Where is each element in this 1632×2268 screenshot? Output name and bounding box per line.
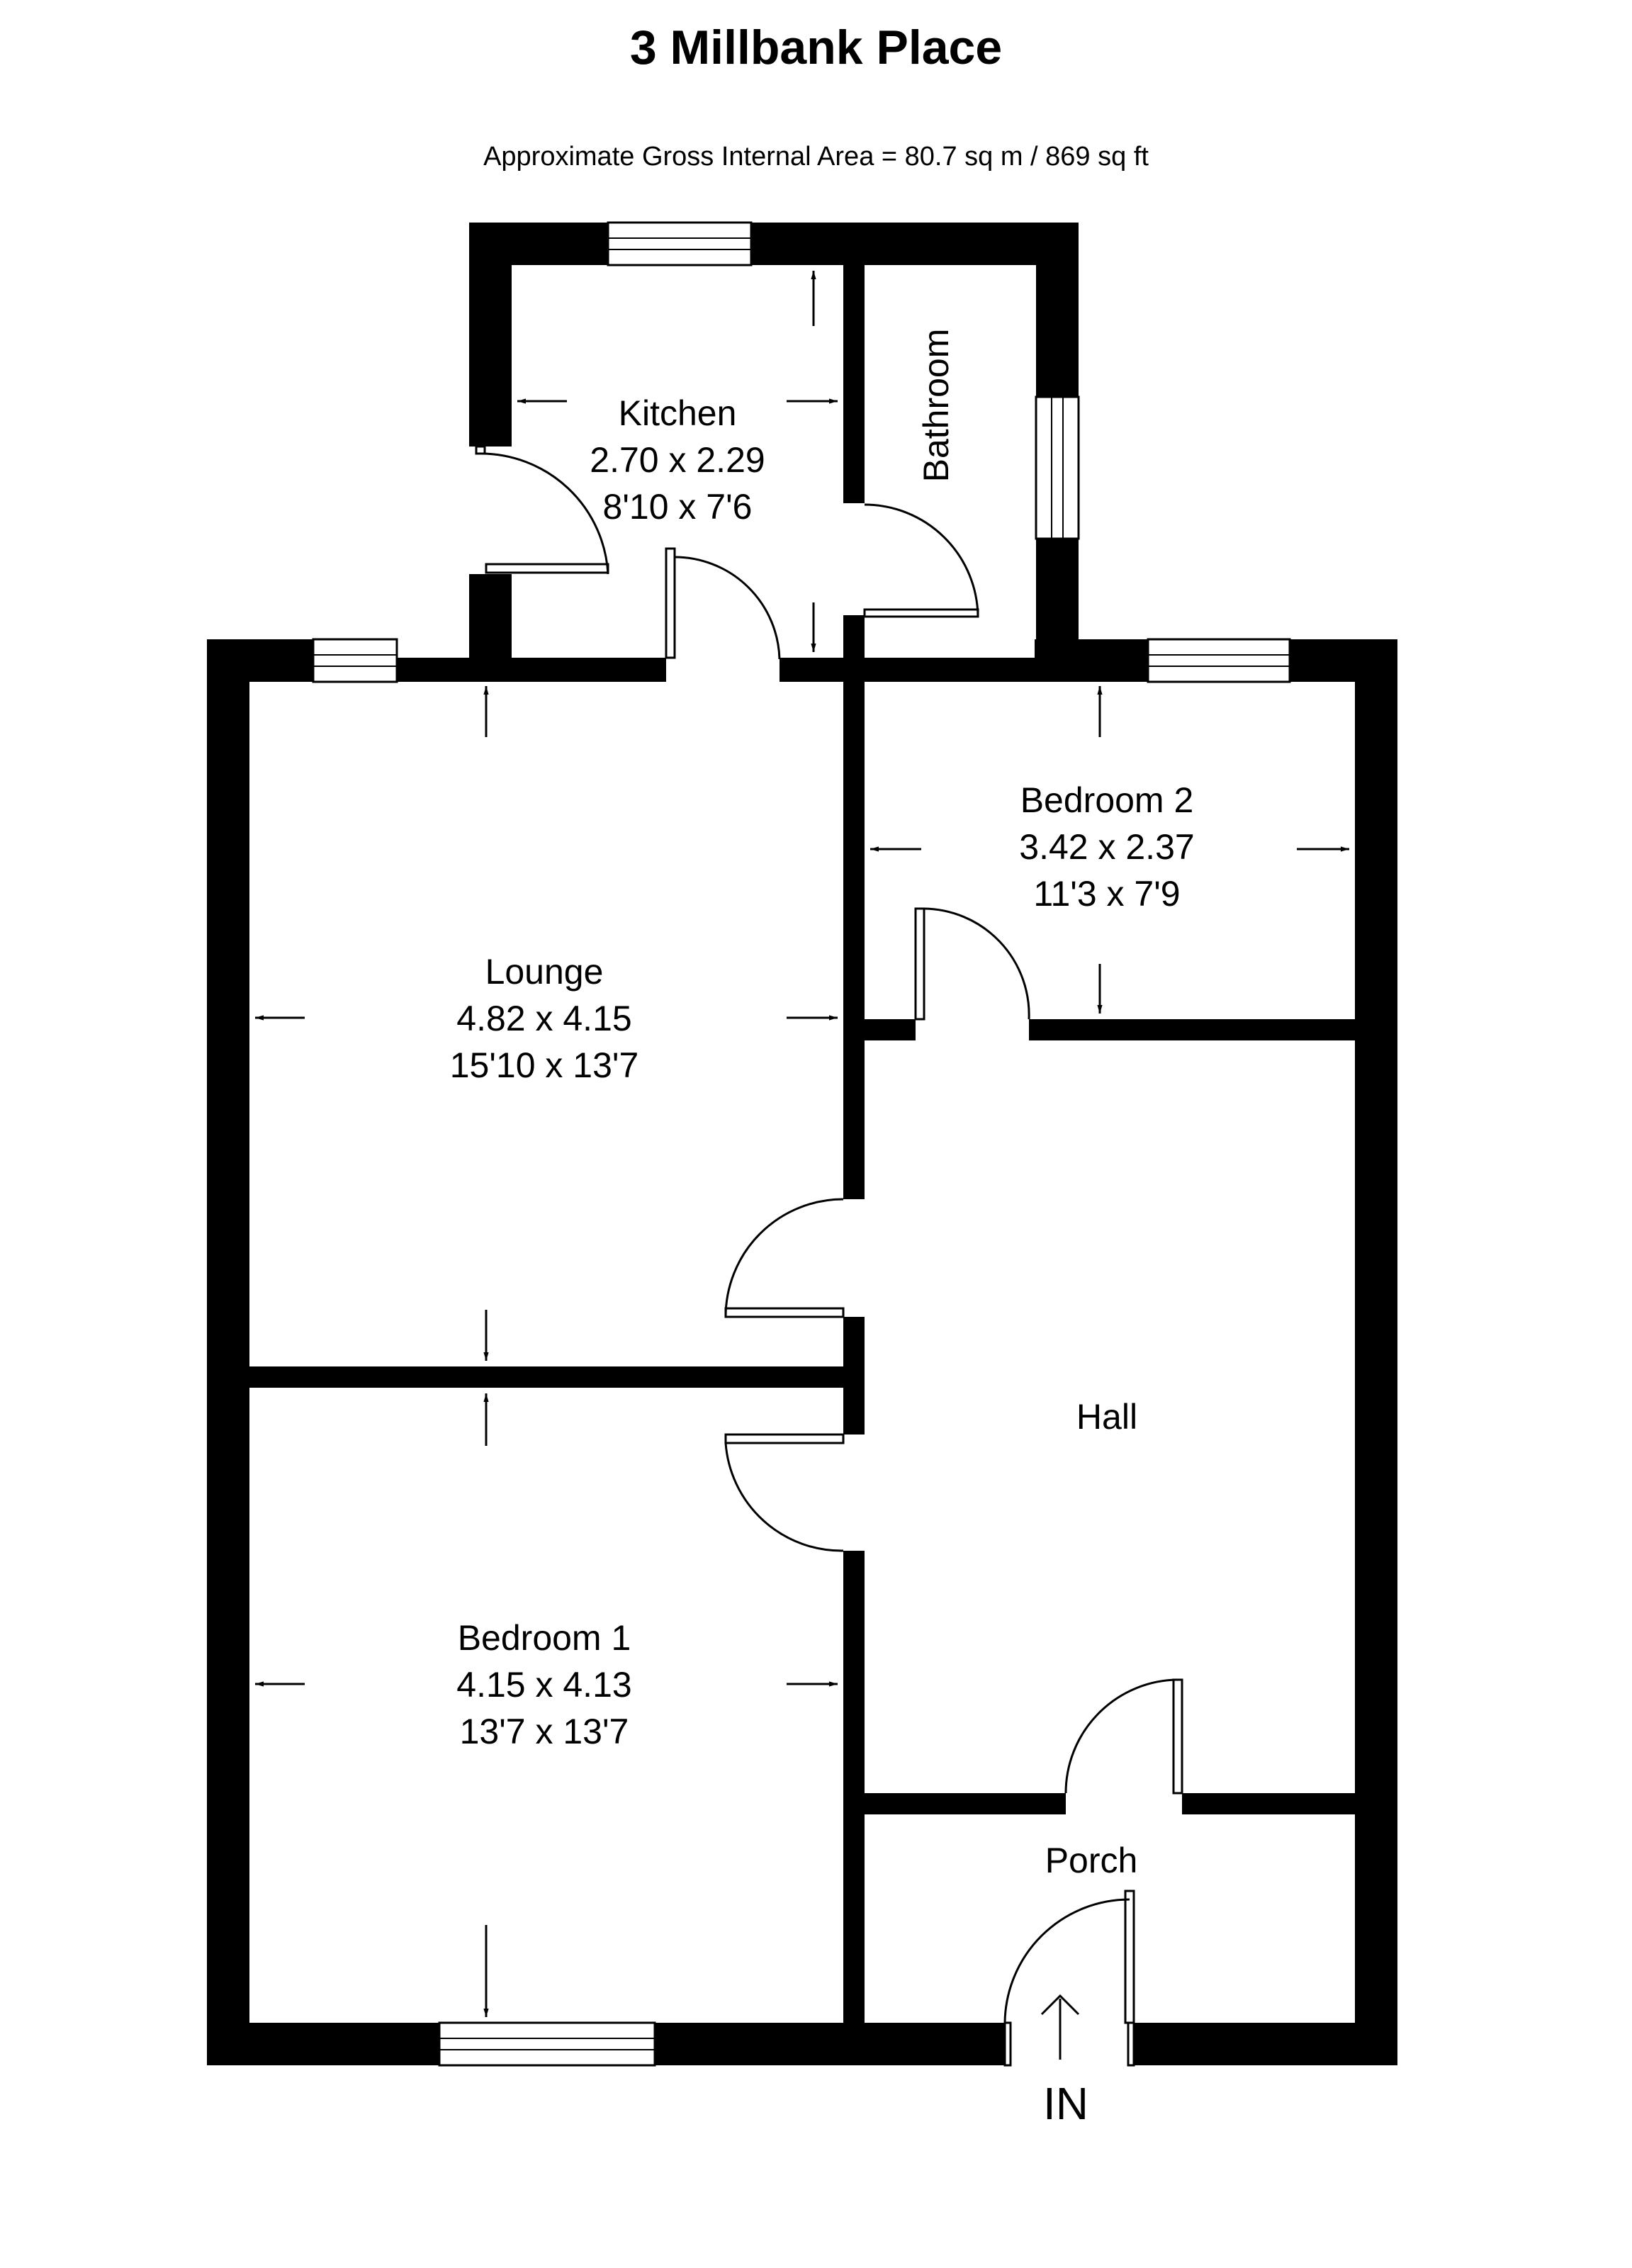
room-porch: Porch: [1045, 1841, 1138, 1880]
wall-hall-porch-left: [865, 1793, 1066, 1814]
dimension-arrows: [255, 271, 1349, 2017]
porch-name: Porch: [1045, 1841, 1138, 1880]
kitchen-metric: 2.70 x 2.29: [590, 440, 765, 480]
wall-annex-right-lower: [1036, 539, 1079, 682]
window-bedroom2: [1147, 638, 1291, 683]
bedroom2-name: Bedroom 2: [1020, 780, 1194, 820]
window-bathroom: [1035, 395, 1080, 540]
room-hall: Hall: [1076, 1397, 1137, 1437]
wall-kitchen-bath-upper: [843, 265, 865, 503]
door-bedroom1: [724, 1433, 845, 1552]
wall-main-top-lounge: [397, 658, 666, 682]
wall-annex-left-lower: [469, 574, 512, 682]
wall-annex-left-upper: [469, 223, 512, 447]
bedroom1-metric: 4.15 x 4.13: [456, 1665, 631, 1705]
door-kitchen-lounge: [665, 547, 781, 660]
wall-kitchen-bath-lower: [843, 615, 865, 682]
room-bedroom2: Bedroom 2 3.42 x 2.37 11'3 x 7'9: [1019, 780, 1194, 914]
kitchen-name: Kitchen: [619, 393, 737, 433]
window-kitchen: [607, 221, 753, 266]
hall-name: Hall: [1076, 1397, 1137, 1437]
window-lounge: [312, 638, 398, 683]
kitchen-imperial: 8'10 x 7'6: [603, 487, 753, 527]
wall-main-bottom-mid: [655, 2023, 1005, 2065]
wall-bed2-hall-right: [1029, 1019, 1355, 1040]
wall-main-bottom-right: [1134, 2023, 1397, 2065]
door-hall-porch: [1064, 1678, 1183, 1795]
door-front: [1003, 1890, 1135, 2067]
room-bedroom1: Bedroom 1 4.15 x 4.13 13'7 x 13'7: [456, 1618, 631, 1751]
plan-title: 3 Millbank Place: [629, 21, 1003, 74]
lounge-imperial: 15'10 x 13'7: [450, 1045, 639, 1085]
wall-main-right: [1355, 639, 1397, 2065]
wall-lounge-hall-upper: [843, 682, 865, 1199]
wall-main-left: [207, 639, 249, 2065]
door-lounge: [724, 1198, 845, 1318]
wall-hall-porch-right: [1182, 1793, 1355, 1814]
wall-main-bottom-left: [207, 2023, 439, 2065]
wall-lounge-bed1: [249, 1366, 843, 1388]
entrance-label: IN: [1043, 2078, 1088, 2129]
bedroom2-metric: 3.42 x 2.37: [1019, 827, 1194, 867]
room-bathroom: Bathroom: [916, 329, 956, 483]
door-bedroom2: [914, 907, 1030, 1021]
bedroom1-imperial: 13'7 x 13'7: [460, 1712, 629, 1751]
windows: [312, 221, 1291, 2067]
lounge-name: Lounge: [485, 952, 604, 992]
wall-lounge-hall-lower: [843, 1317, 865, 1435]
window-bedroom1: [438, 2021, 656, 2067]
wall-bed1-hall: [843, 1551, 865, 2065]
wall-annex-right-upper: [1036, 223, 1079, 397]
door-bathroom: [863, 503, 979, 618]
bathroom-name: Bathroom: [916, 329, 956, 483]
walls: [207, 223, 1397, 2065]
bedroom1-name: Bedroom 1: [458, 1618, 631, 1658]
wall-annex-top-right: [751, 223, 1079, 265]
bedroom2-imperial: 11'3 x 7'9: [1033, 874, 1180, 914]
room-lounge: Lounge 4.82 x 4.15 15'10 x 13'7: [450, 952, 639, 1085]
door-kitchen-side: [475, 445, 609, 575]
lounge-metric: 4.82 x 4.15: [456, 999, 631, 1038]
wall-bath-bottom: [865, 658, 1036, 682]
plan-subtitle: Approximate Gross Internal Area = 80.7 s…: [483, 142, 1149, 172]
room-kitchen: Kitchen 2.70 x 2.29 8'10 x 7'6: [590, 393, 765, 527]
wall-bed2-hall-left: [865, 1019, 916, 1040]
doors: [475, 445, 1183, 2067]
entrance-arrow-icon: [1040, 1994, 1080, 2060]
